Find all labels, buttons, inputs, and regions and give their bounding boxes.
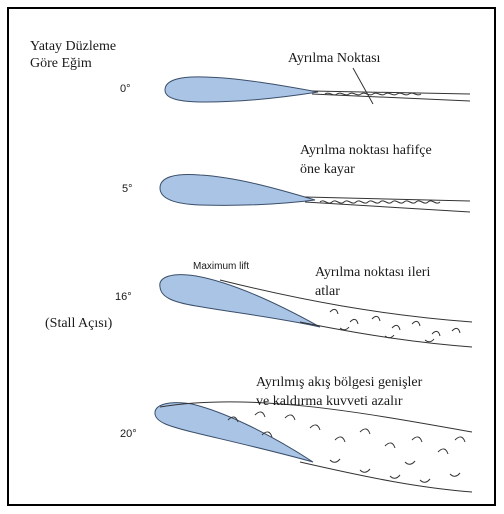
caption-0deg-line-1: Ayrılma Noktası	[288, 51, 381, 66]
caption-16deg-line-1: Ayrılma noktası ileri	[315, 265, 430, 280]
wake-0deg	[312, 91, 470, 101]
angle-label-5: 5°	[122, 183, 133, 195]
angle-label-20: 20°	[120, 428, 137, 440]
caption-5deg-line-1: Ayrılma noktası hafifçe	[300, 143, 432, 158]
caption-5deg-line-2: öne kayar	[300, 162, 355, 177]
caption-16deg-line-2: atlar	[315, 284, 340, 299]
header-line-1: Yatay Düzleme	[30, 39, 116, 54]
header-line-2: Göre Eğim	[30, 56, 92, 71]
stall-angle-label: (Stall Açısı)	[45, 316, 113, 331]
angle-label-16: 16°	[115, 291, 132, 303]
angle-label-0: 0°	[120, 83, 131, 95]
separation-pointer-0deg	[353, 68, 373, 104]
airfoil-5deg	[160, 175, 315, 206]
caption-20deg-line-2: ve kaldırma kuvveti azalır	[256, 394, 403, 409]
wake-5deg	[305, 197, 470, 212]
airfoil-0deg	[165, 77, 318, 102]
maximum-lift-label: Maximum lift	[193, 261, 249, 272]
caption-20deg-line-1: Ayrılmış akış bölgesi genişler	[256, 375, 423, 390]
airfoil-16deg	[160, 275, 320, 327]
airfoil-20deg	[155, 403, 313, 462]
